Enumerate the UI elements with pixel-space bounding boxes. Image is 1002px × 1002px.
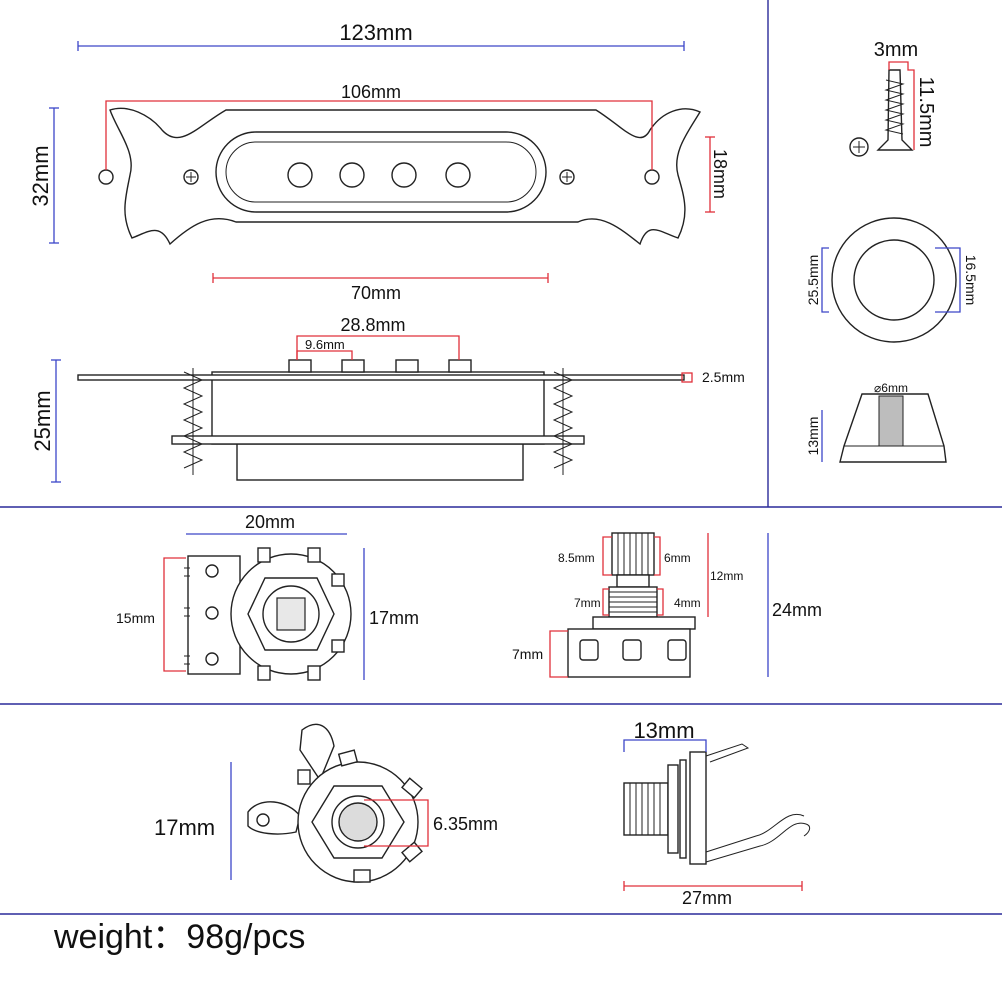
pot-shaft-diameter-label: 8.5mm bbox=[558, 551, 595, 565]
knob-top-view: 25.5mm 16.5mm bbox=[805, 217, 979, 343]
jack-thread-length-label: 13mm bbox=[633, 718, 694, 743]
screw-head-icon bbox=[559, 169, 575, 185]
pickup-height-label: 32mm bbox=[28, 145, 53, 206]
knob-inner bbox=[853, 239, 935, 321]
pot-shaft-length-label: 12mm bbox=[710, 569, 743, 583]
pot-thread-label: 7mm bbox=[574, 596, 601, 610]
pot-knurled-shaft bbox=[611, 532, 655, 576]
section-dividers bbox=[0, 0, 1002, 915]
jack-thread bbox=[623, 782, 669, 836]
jack-front-view: 17mm 6.35mm bbox=[154, 723, 498, 883]
pot-thread-length-label: 4mm bbox=[674, 596, 701, 610]
pot-total-height-label: 24mm bbox=[772, 600, 822, 620]
mount-hole bbox=[644, 169, 660, 185]
pickup-magnet-block bbox=[236, 439, 524, 481]
pole-piece bbox=[391, 162, 417, 188]
plate-thickness-label: 2.5mm bbox=[702, 369, 745, 385]
screw-diameter-label: 3mm bbox=[874, 39, 918, 61]
cover-length-label: 70mm bbox=[351, 283, 401, 303]
switch-height-label: 17mm bbox=[369, 608, 419, 628]
jack-hole-label: 6.35mm bbox=[433, 814, 498, 834]
hole-span-label: 106mm bbox=[341, 82, 401, 102]
switch-lug-span-label: 15mm bbox=[116, 610, 155, 626]
jack-height-label: 17mm bbox=[154, 815, 215, 840]
screw-view: 3mm 11.5mm bbox=[849, 39, 937, 157]
knob-outer-label: 25.5mm bbox=[805, 255, 821, 306]
pickup-top-view: 123mm 106mm 32mm 18mm 70mm bbox=[28, 20, 730, 303]
knob-side-view: ⌀6mm 13mm bbox=[805, 381, 947, 463]
cover-height-label: 18mm bbox=[710, 149, 730, 199]
mount-spring-icon bbox=[552, 368, 574, 475]
knob-height-label: 13mm bbox=[805, 417, 821, 456]
jack-length-label: 27mm bbox=[682, 888, 732, 908]
knob-hole-label: ⌀6mm bbox=[874, 381, 908, 395]
side-plate bbox=[77, 374, 685, 381]
pickup-side-view: 28.8mm 9.6mm 2.5mm 25mm bbox=[30, 315, 745, 483]
jack-side-view: 13mm 27mm bbox=[623, 718, 811, 908]
switch-width-label: 20mm bbox=[245, 512, 295, 532]
pickup-side-height-label: 25mm bbox=[30, 390, 55, 451]
mount-spring-icon bbox=[182, 368, 204, 475]
pole-diameter-label: 9.6mm bbox=[305, 337, 345, 352]
screw-length-label: 11.5mm bbox=[915, 77, 937, 148]
pot-view: 8.5mm 6mm 12mm 7mm 4mm 7mm 24mm bbox=[512, 532, 822, 678]
mount-hole bbox=[98, 169, 114, 185]
pot-knurl-label: 6mm bbox=[664, 551, 691, 565]
weight-label: weight：98g/pcs bbox=[53, 918, 305, 956]
screw-head-icon bbox=[849, 137, 869, 157]
pickup-body bbox=[211, 371, 545, 445]
pole-piece bbox=[287, 162, 313, 188]
switch-view: 20mm 15mm 17mm bbox=[116, 512, 419, 681]
pole-piece bbox=[445, 162, 471, 188]
pot-body-height-label: 7mm bbox=[512, 646, 543, 662]
screw-head-icon bbox=[183, 169, 199, 185]
pole-span-label: 28.8mm bbox=[340, 315, 405, 335]
overall-length-label: 123mm bbox=[339, 20, 412, 45]
pickup-cover bbox=[215, 131, 547, 213]
screw-body bbox=[876, 69, 914, 151]
knob-inner-label: 16.5mm bbox=[963, 255, 979, 306]
pole-piece bbox=[339, 162, 365, 188]
